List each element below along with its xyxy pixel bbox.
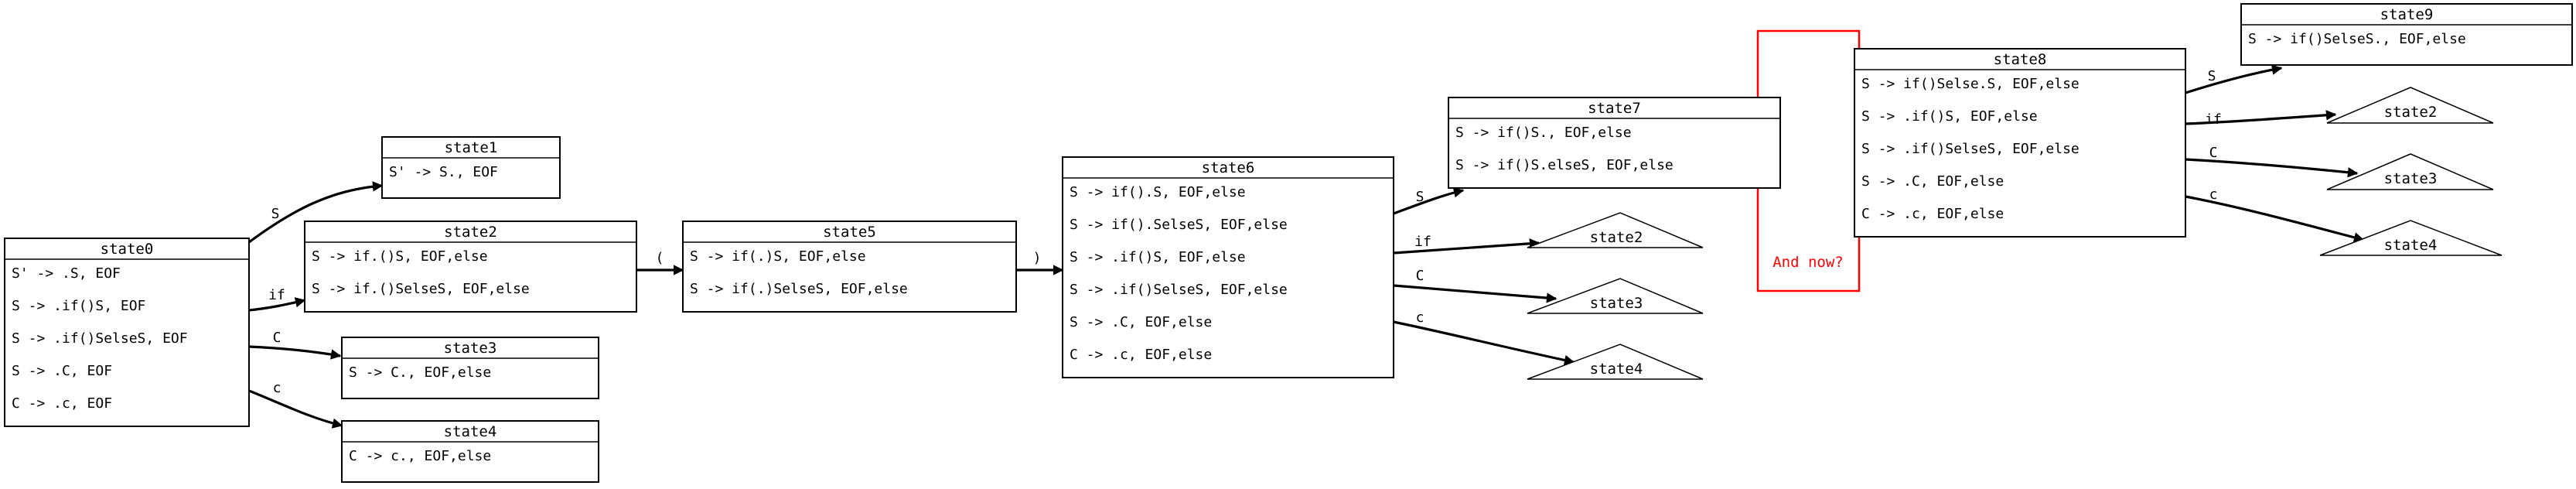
state-box [1062,156,1394,378]
edge-label: S [1416,189,1424,205]
state-box [1448,97,1781,189]
edge-state8-state9 [2185,64,2283,94]
edge-label: S [271,206,280,222]
edge-label: c [273,380,281,396]
lr-item: S -> if().S, EOF,else [1070,184,1246,200]
state-box [341,337,599,399]
lr-item: S -> .if()S, EOF [12,298,145,314]
lr-item: S' -> S., EOF [389,164,498,180]
lr-item: S -> if()S.elseS, EOF,else [1455,157,1674,173]
state-box [304,221,637,313]
edges: S if C c ( ) S if C c S if C c [248,64,2365,429]
edge-label: if [268,287,285,303]
edge-state6-ref-state2 [1393,238,1540,255]
state-title: state9 [2380,6,2434,23]
state-box [381,136,561,199]
state-title: state5 [823,224,876,241]
state-title: state8 [1994,51,2047,68]
lr-item: S -> if()SelseS., EOF,else [2248,31,2466,47]
edge-state8-ref-state4 [2185,195,2365,243]
lr-item: C -> c., EOF,else [349,448,491,464]
edge-state6-ref-state3 [1393,284,1558,303]
ref-label: state3 [1590,295,1643,312]
edge-state0-state3 [248,345,342,360]
edge-label: ) [1033,250,1042,266]
lr-item: S -> .C, EOF,else [1861,173,2004,190]
lr-item: S -> if().SelseS, EOF,else [1070,217,1288,233]
ref-label: state3 [2384,170,2438,187]
state0-node: state0 S' -> .S, EOF S -> .if()S, EOF S -> … [4,238,250,427]
lr-item: S -> if()Selse.S, EOF,else [1861,76,2080,92]
state3-node: state3 S -> C., EOF,else [341,337,599,399]
state-title: state0 [101,241,154,258]
state7-node: state7 S -> if()S., EOF,else S -> if()S.el… [1448,97,1781,189]
edge-state0-state4 [248,389,343,429]
state1-node: state1 S' -> S., EOF [381,136,561,199]
edge-state8-ref-state2 [2185,110,2337,125]
state-title: state2 [444,224,497,241]
lr-item: S -> if(.)S, EOF,else [690,248,866,265]
lr-item: S -> C., EOF,else [349,364,491,381]
edge-label: C [1416,268,1424,284]
state-box [1854,48,2186,238]
lr-item: S -> if()S., EOF,else [1455,125,1632,141]
lr-item: S -> .if()SelseS, EOF,else [1070,282,1288,298]
state8-node: state8 S -> if()Selse.S, EOF,else S -> .if… [1854,48,2186,238]
state-title: state3 [444,340,497,357]
state6-node: state6 S -> if().S, EOF,else S -> if().Sel… [1062,156,1394,378]
state-title: state4 [444,423,497,440]
ref-state4-triangle [2319,220,2503,256]
state-box [341,420,599,483]
state2-node: state2 S -> if.()S, EOF,else S -> if.()Sel… [304,221,637,313]
edge-label: C [2209,145,2218,161]
edge-label: c [2209,186,2218,203]
state9-node: state9 S -> if()SelseS., EOF,else [2240,3,2573,66]
lr-item: S -> .if()SelseS, EOF,else [1861,141,2080,157]
lr-item: S -> if.()S, EOF,else [312,248,488,265]
state-box [682,221,1017,313]
lr-item: S -> if(.)SelseS, EOF,else [690,281,908,297]
lr-item: C -> .c, EOF [12,395,112,412]
lr-item: S' -> .S, EOF [12,265,121,282]
state-title: state7 [1588,100,1641,117]
lr-item: S -> .if()S, EOF,else [1070,249,1246,265]
ref-label: state2 [2384,104,2438,121]
edge-label: if [2205,111,2222,128]
reference-nodes: state2 state3 state4 state2 state3 state… [1527,87,2503,380]
edge-label: ( [656,250,664,266]
lr-item: S -> .if()S, EOF,else [1861,108,2038,125]
lr-item: C -> .c, EOF,else [1070,347,1212,363]
ref-label: state4 [1590,361,1643,378]
edge-label: if [1414,234,1431,250]
ref-state3-triangle [1527,278,1704,314]
state-title: state6 [1202,159,1255,176]
lr-item: S -> .C, EOF [12,363,112,379]
state-box [4,238,250,427]
edge-state6-state7 [1393,187,1465,215]
note-text: And now? [1772,254,1844,271]
lr-item: S -> if.()SelseS, EOF,else [312,281,530,297]
edge-label: S [2208,68,2216,84]
edge-state0-state2 [248,297,306,312]
edge-state6-ref-state4 [1393,320,1575,366]
ref-state2-triangle [1527,212,1704,248]
ref-label: state2 [1590,229,1643,246]
ref-label: state4 [2384,237,2438,254]
state-title: state1 [445,139,498,156]
state5-node: state5 S -> if(.)S, EOF,else S -> if(.)Sel… [682,221,1017,313]
state-nodes: state0 S' -> .S, EOF S -> .if()S, EOF S -> … [4,3,2573,483]
ref-state4-triangle [1527,344,1704,380]
lr-item: S -> .C, EOF,else [1070,314,1212,330]
lr-item: S -> .if()SelseS, EOF [12,330,188,347]
state4-node: state4 C -> c., EOF,else [341,420,599,483]
edge-state8-ref-state3 [2185,158,2359,178]
lr-item: C -> .c, EOF,else [1861,206,2004,222]
edge-label: c [1416,309,1424,326]
ref-state3-triangle [2326,153,2494,190]
edge-label: C [273,330,281,346]
ref-state2-triangle [2326,87,2494,124]
edge-state0-state1 [248,181,384,244]
state-box [2240,3,2573,66]
